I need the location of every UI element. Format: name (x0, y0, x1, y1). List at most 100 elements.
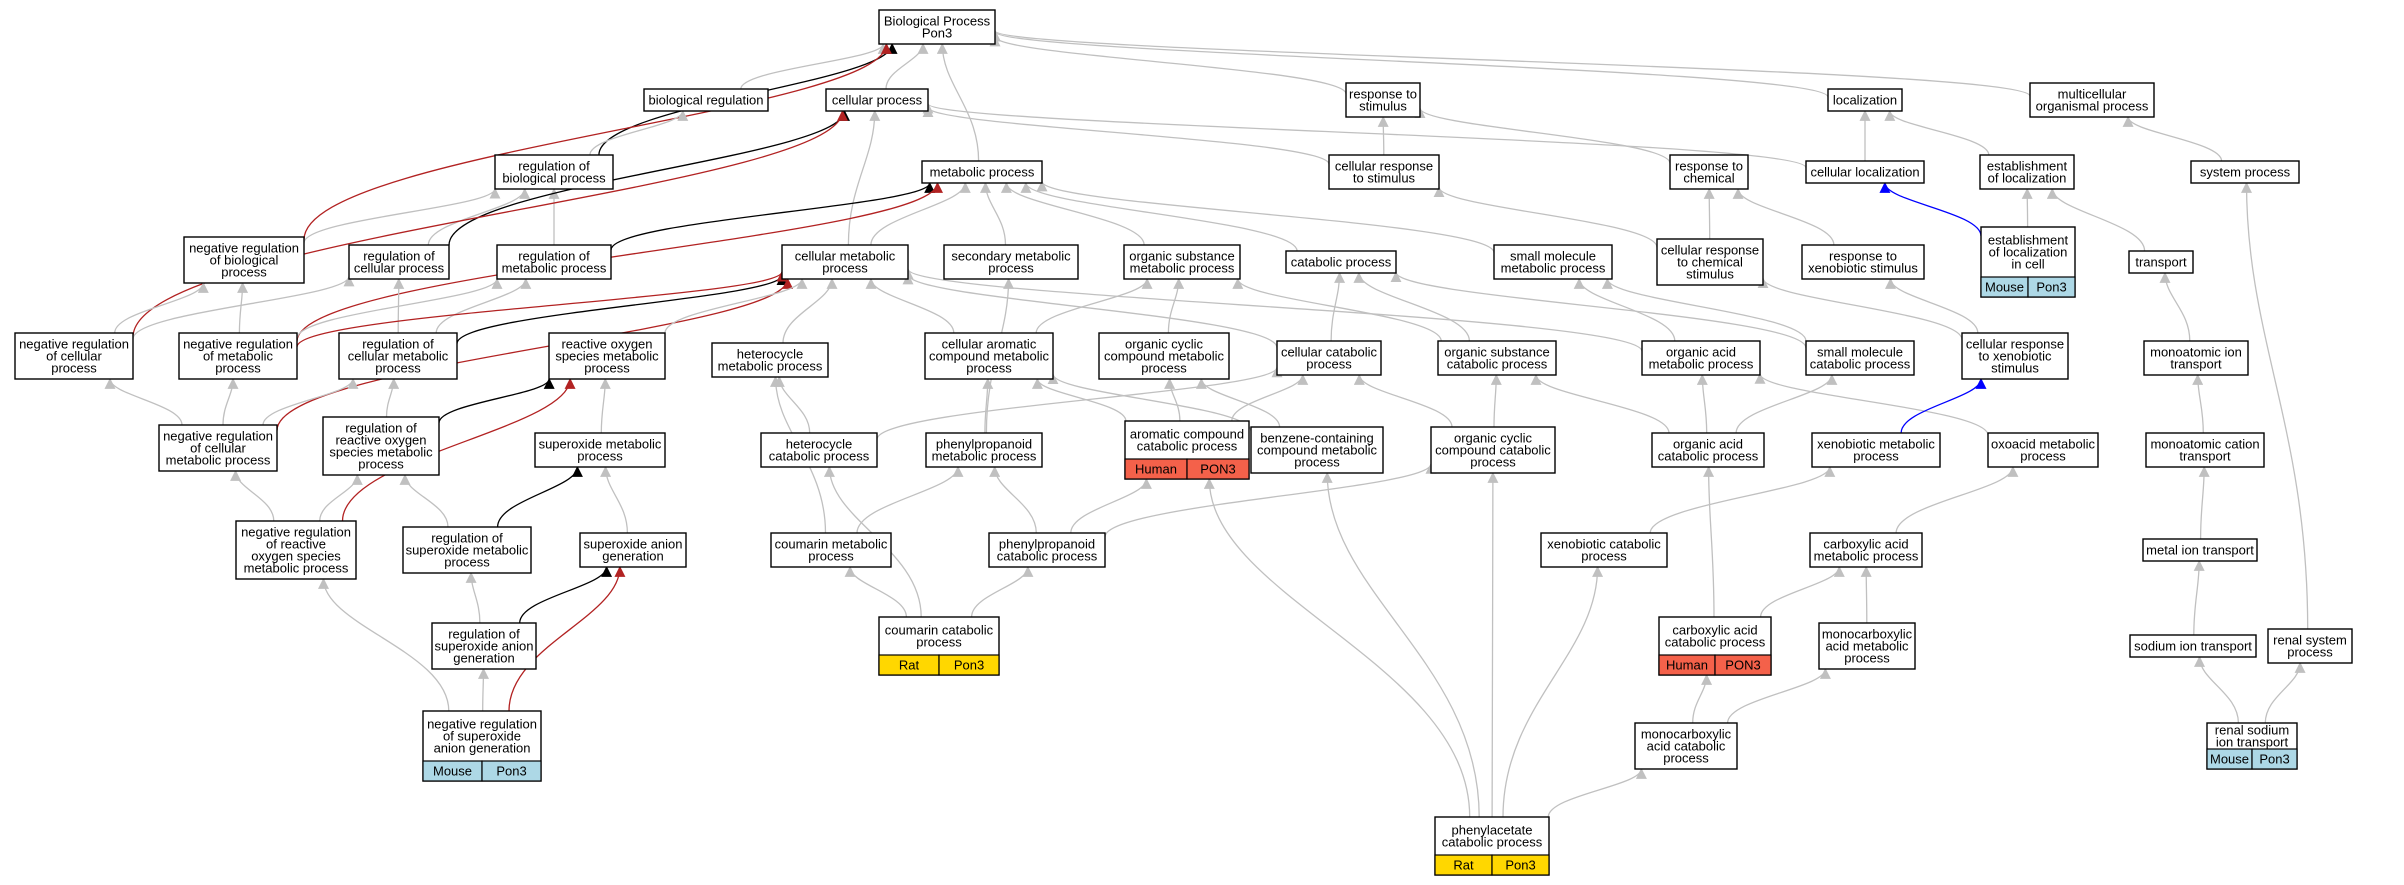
edge-cellarom-to-orgsub (1035, 277, 1153, 334)
node-box (2129, 634, 2257, 658)
node-label: of cellular (46, 349, 102, 364)
edge-transport-to-estloc (2046, 187, 2146, 252)
edge-estloc-to-local (1884, 109, 1990, 156)
node-biolreg[interactable]: biological regulation (643, 88, 769, 112)
node-label: metabolic process (502, 261, 607, 276)
edge-cellresp-to-respstim (1377, 115, 1389, 156)
node-label: acid catabolic (1647, 739, 1726, 754)
node-transport[interactable]: transport (2128, 250, 2194, 274)
node-label: stimulus (1991, 361, 2039, 376)
edge-cellrespchem-to-cellresp (1433, 186, 1658, 248)
edge-regcellmet-to-regcell (393, 277, 405, 334)
node-sodium[interactable]: sodium ion transport (2129, 634, 2257, 658)
node-label: negative regulation (241, 525, 351, 540)
node-box (1634, 722, 1738, 770)
node-label: metabolic process (930, 165, 1035, 180)
node-cellloc[interactable]: cellular localization (1805, 160, 1925, 184)
gene-label: PON3 (1200, 462, 1235, 477)
node-label: regulation of (518, 249, 590, 264)
node-cellproc[interactable]: cellular process (825, 88, 929, 112)
edge-cellmet-to-cellproc (847, 109, 881, 246)
node-label: coumarin metabolic (775, 537, 888, 552)
node-label: small molecule (1817, 345, 1903, 360)
node-box (322, 416, 440, 476)
node-metalion[interactable]: metal ion transport (2142, 538, 2258, 562)
node-label: catabolic process (1810, 357, 1911, 372)
node-box (534, 432, 666, 468)
node-box (579, 532, 687, 568)
node-label: of cellular (190, 441, 246, 456)
node-catab[interactable]: catabolic process (1285, 250, 1397, 274)
edge-regcellmet-to-cellmet (456, 274, 788, 344)
node-label: stimulus (1686, 267, 1734, 282)
edge-cellloc-to-cellproc (922, 102, 1807, 169)
node-label: metal ion transport (2146, 543, 2254, 558)
node-label: catabolic process (769, 449, 870, 464)
node-local[interactable]: localization (1827, 88, 1903, 112)
node-sysproc[interactable]: system process (2190, 160, 2300, 184)
node-box (2267, 628, 2353, 664)
edge-orgacidcat-to-orgsubcat (1530, 373, 1670, 434)
node-metproc[interactable]: metabolic process (921, 160, 1043, 184)
node-label: phenylpropanoid (999, 537, 1095, 552)
